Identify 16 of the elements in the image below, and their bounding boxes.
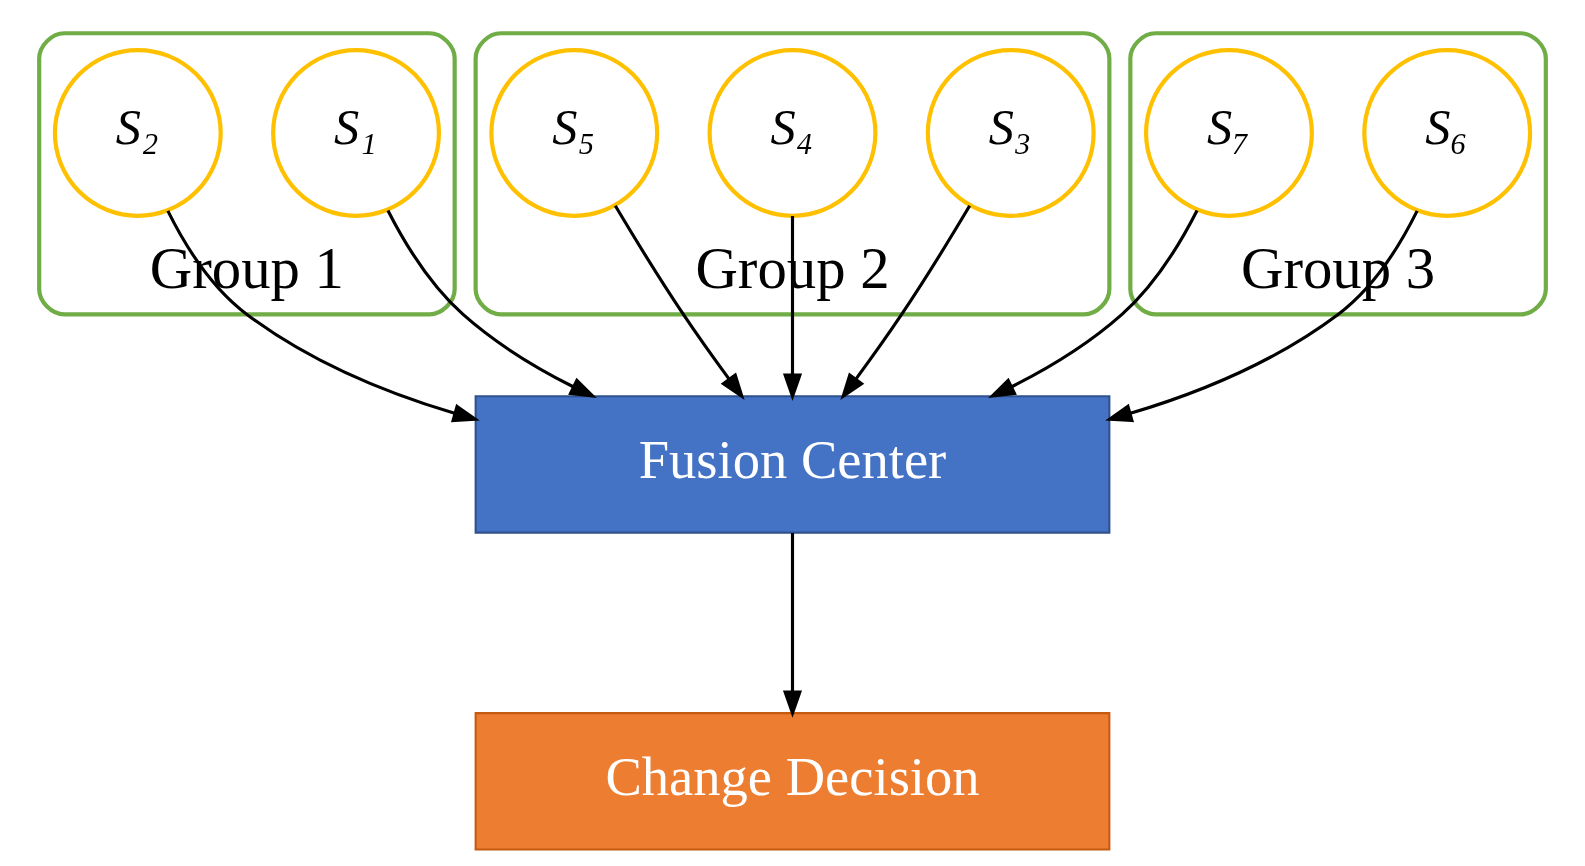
node-circle: S₁ [271, 47, 442, 218]
node-circle: S₇ [1144, 47, 1314, 218]
arrow [840, 205, 972, 401]
arrow [386, 209, 597, 399]
node-circle: S₆ [1362, 47, 1533, 218]
node-circle: S₄ [707, 47, 878, 218]
node-circle: S₅ [489, 47, 660, 218]
arrow [166, 210, 480, 423]
arrow [1105, 210, 1419, 423]
arrow [782, 532, 803, 718]
node-box: Change Decision [474, 712, 1111, 851]
node-box: Fusion Center [474, 395, 1111, 534]
node-circle: S₂ [52, 47, 223, 218]
arrow [988, 209, 1199, 399]
arrow [613, 205, 745, 401]
node-circle: S₃ [925, 47, 1096, 218]
